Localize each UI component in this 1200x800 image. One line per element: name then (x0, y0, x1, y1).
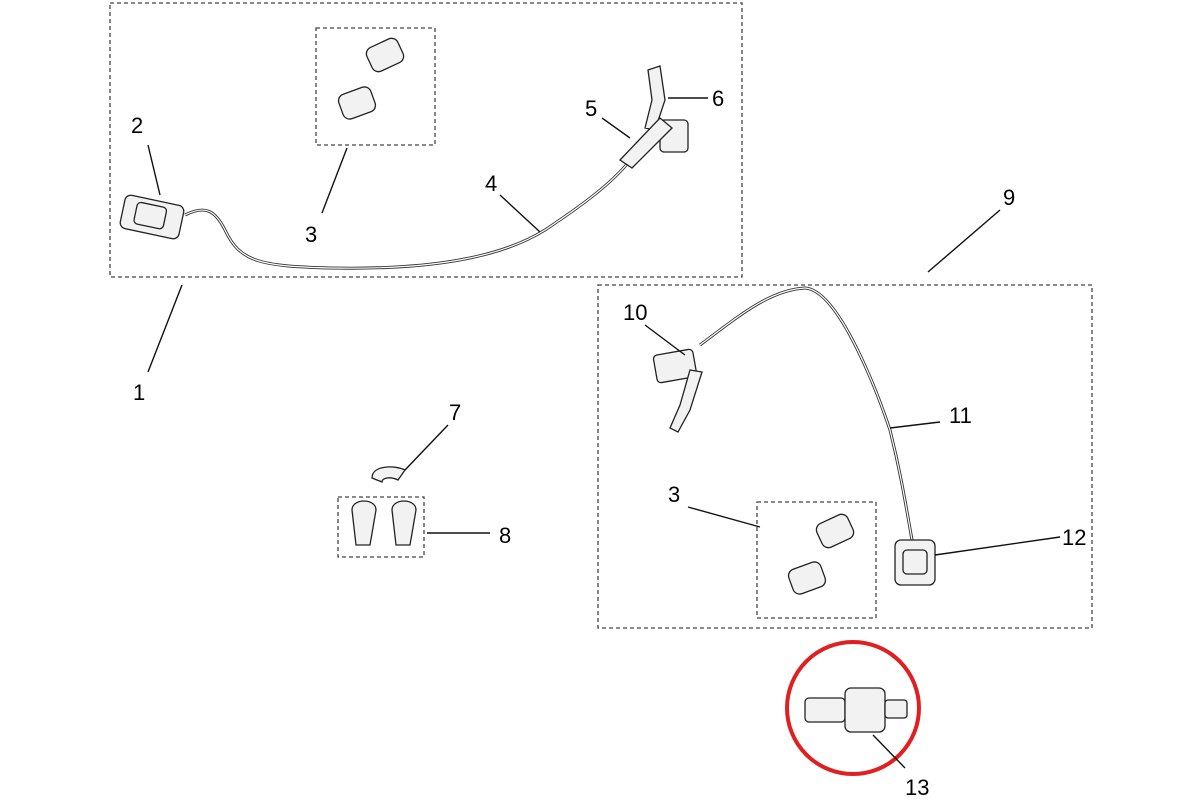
hose-clip (371, 466, 406, 483)
front-brake-pads (337, 37, 405, 120)
brake-pads-box-front (315, 27, 436, 146)
clips-box (337, 496, 425, 558)
rear-brake-assembly-box (597, 284, 1093, 629)
callout-13: 13 (905, 775, 929, 800)
callout-10: 10 (623, 300, 647, 325)
callout-8: 8 (499, 523, 511, 548)
rear-caliper (894, 539, 936, 586)
rear-hose (699, 286, 914, 541)
callout-1: 1 (133, 380, 145, 405)
callout-12: 12 (1062, 525, 1086, 550)
front-hose (184, 157, 634, 270)
pad-clips (351, 500, 417, 546)
rear-brake-pads (787, 513, 855, 595)
callout-4: 4 (485, 171, 497, 196)
front-brake-assembly-box (109, 2, 743, 278)
callout-5: 5 (585, 96, 597, 121)
callout-2: 2 (131, 113, 143, 138)
front-brake-lever (618, 65, 689, 169)
rear-brake-lever (652, 348, 703, 433)
bleed-adapter (804, 687, 908, 733)
front-caliper (119, 194, 185, 240)
highlight-circle (785, 640, 921, 776)
callout-7: 7 (449, 400, 461, 425)
leader-lines (147, 97, 1061, 769)
callout-9: 9 (1003, 185, 1015, 210)
callout-3-rear: 3 (668, 482, 680, 507)
callout-6: 6 (712, 86, 724, 111)
callout-3-front: 3 (305, 222, 317, 247)
brake-pads-box-rear (756, 501, 877, 619)
callout-11: 11 (949, 403, 972, 428)
